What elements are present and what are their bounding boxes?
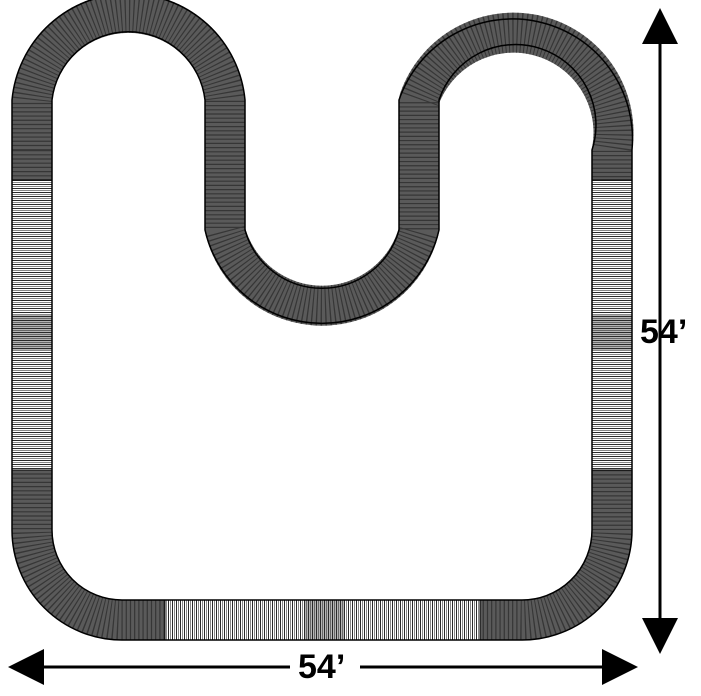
race-track: [11, 0, 634, 641]
right-straight: [591, 179, 633, 471]
height-dimension-label: 54’: [640, 313, 688, 351]
width-dimension-label: 54’: [298, 648, 346, 686]
